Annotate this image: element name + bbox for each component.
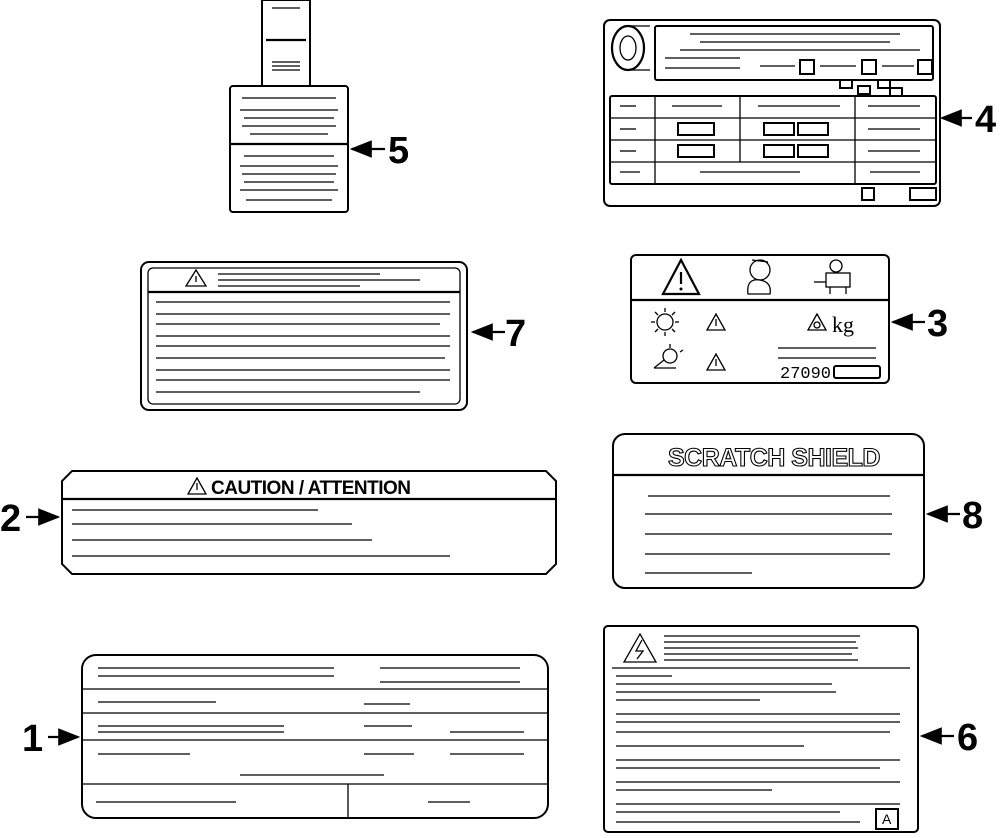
label-5 (229, 0, 349, 213)
callout-5: 5 (349, 130, 409, 172)
part-code: 27090 (780, 365, 831, 384)
label-3: kg 27090 (630, 254, 890, 384)
callout-number-4: 4 (975, 99, 996, 141)
caution-triangle-icon-2 (705, 352, 727, 371)
warning-triangle-icon (184, 268, 208, 287)
airbag-hand-icon (653, 344, 684, 369)
callout-number-2: 2 (0, 498, 21, 540)
callout-number-8: 8 (962, 495, 983, 537)
callout-number-6: 6 (957, 717, 978, 759)
callout-number-5: 5 (388, 130, 409, 172)
callout-number-3: 3 (927, 303, 948, 345)
seated-occupant-icon (814, 259, 851, 294)
warning-triangle-icon (661, 257, 701, 296)
label-1 (81, 654, 549, 819)
callout-8: 8 (925, 495, 983, 537)
label-8: SCRATCH SHIELD (612, 433, 925, 589)
airbag-burst-icon (651, 308, 679, 336)
callout-number-1: 1 (22, 718, 43, 760)
high-voltage-warning-icon (622, 632, 658, 663)
label-7 (140, 261, 468, 411)
label-4 (603, 19, 941, 207)
scratch-shield-title: SCRATCH SHIELD (668, 444, 880, 472)
caution-triangle-icon (705, 312, 727, 331)
callout-1: 1 (22, 718, 81, 760)
weight-warning-icon (806, 312, 828, 331)
callout-number-7: 7 (505, 313, 526, 355)
callout-3: 3 (890, 303, 948, 345)
callout-7: 7 (470, 313, 526, 355)
caution-title: CAUTION / ATTENTION (211, 478, 410, 499)
callout-6: 6 (919, 717, 978, 759)
unit-kg: kg (832, 312, 854, 337)
label-6: A (603, 625, 919, 833)
callout-4: 4 (939, 99, 996, 141)
label-2: CAUTION / ATTENTION (61, 470, 557, 575)
callout-2: 2 (0, 498, 61, 540)
corner-letter: A (882, 811, 892, 827)
child-seat-icon (747, 259, 771, 295)
warning-triangle-icon (186, 476, 208, 495)
tire-icon (610, 24, 650, 72)
